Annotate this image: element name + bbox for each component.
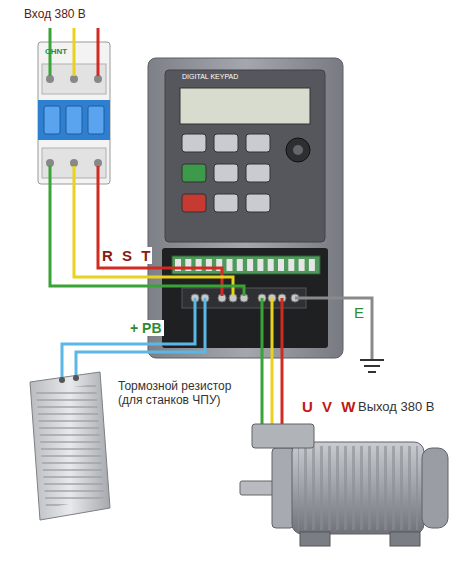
- frequency-inverter-part-part: [214, 134, 238, 152]
- earth-wire-part: [295, 298, 372, 360]
- frequency-inverter-part-part: [246, 134, 270, 152]
- output-wires-part: [261, 298, 264, 428]
- brand-label: CHNT: [45, 47, 67, 56]
- electric-motor-part: [422, 448, 448, 528]
- frequency-inverter: [148, 58, 343, 358]
- circuit-breaker-part: [70, 159, 78, 167]
- output-wires-part: [271, 298, 274, 428]
- terminal-screws-part: [247, 259, 253, 271]
- brake-wires-part: [76, 298, 205, 378]
- terminal-screws-part: [278, 259, 284, 271]
- circuit-breaker-part: [44, 106, 60, 134]
- rst-wires-part: [50, 166, 244, 296]
- frequency-inverter-part-part: [182, 164, 206, 182]
- electric-motor: [240, 424, 448, 546]
- terminal-screws-part: [237, 259, 243, 271]
- electric-motor-part: [240, 481, 274, 495]
- brake-resistor-part: [59, 377, 65, 383]
- electric-motor-part: [390, 532, 420, 546]
- frequency-inverter-part-part: [182, 194, 206, 212]
- electric-motor-part: [252, 424, 314, 448]
- rst-wires: [50, 166, 244, 296]
- resistor-label: Тормозной резистор (для станков ЧПУ): [116, 380, 250, 408]
- terminal-screws-part: [309, 259, 315, 271]
- circuit-breaker-part: [46, 159, 54, 167]
- brake-resistor-part: [36, 384, 104, 508]
- frequency-inverter-part: [180, 88, 310, 124]
- electric-motor-part: [300, 532, 330, 546]
- frequency-inverter-part: [165, 70, 325, 242]
- circuit-breaker-part: [70, 75, 78, 83]
- frequency-inverter-part-part: [246, 194, 270, 212]
- rst-wires-part: [74, 166, 233, 296]
- terminal-screws-part: [257, 259, 263, 271]
- brake-wires-part: [62, 298, 195, 378]
- input-voltage-label: Вход 380 В: [24, 8, 86, 22]
- earth-wire: [295, 298, 384, 372]
- terminal-screws-part: [227, 259, 233, 271]
- terminal-names: R S T: [100, 247, 152, 264]
- electric-motor-part: [298, 446, 418, 530]
- frequency-inverter-part-part: [214, 164, 238, 182]
- output-wires: [262, 298, 282, 428]
- frequency-inverter-part-part: [182, 134, 206, 152]
- brake-wires: [62, 298, 205, 378]
- frequency-inverter-part-part: [246, 164, 270, 182]
- frequency-inverter-part-part: [214, 194, 238, 212]
- brake-resistor-part: [30, 372, 110, 520]
- output-wires-part: [281, 298, 284, 428]
- terminal-screws-part: [288, 259, 294, 271]
- circuit-breaker-part: [94, 159, 102, 167]
- terminal-screws-part: [268, 259, 274, 271]
- output-voltage-label: Выход 380 В: [356, 400, 436, 415]
- terminal-names: + PB: [128, 320, 164, 336]
- brake-resistor-part: [73, 375, 79, 381]
- electric-motor-part: [292, 442, 424, 534]
- earth-wire-part: [360, 360, 384, 372]
- circuit-breaker-part: [94, 75, 102, 83]
- terminal-screws-part: [299, 259, 305, 271]
- earth-label: E: [352, 304, 366, 321]
- frequency-inverter-part: [148, 58, 343, 358]
- electric-motor-part: [272, 448, 294, 528]
- frequency-inverter-part: [293, 145, 303, 155]
- input-wires-part: [73, 28, 76, 76]
- brake-resistor: [30, 372, 110, 520]
- frequency-inverter-part: [182, 134, 270, 212]
- circuit-breaker-part: [46, 75, 54, 83]
- circuit-breaker-part: [38, 100, 110, 140]
- circuit-breaker-part: [66, 106, 82, 134]
- frequency-inverter-part: [286, 138, 310, 162]
- terminal-names: U V W: [300, 398, 357, 415]
- keypad-label: DIGITAL KEYPAD: [182, 73, 238, 81]
- input-wires-part: [97, 28, 100, 76]
- frequency-inverter-part: [172, 256, 320, 274]
- circuit-breaker-part: [88, 106, 104, 134]
